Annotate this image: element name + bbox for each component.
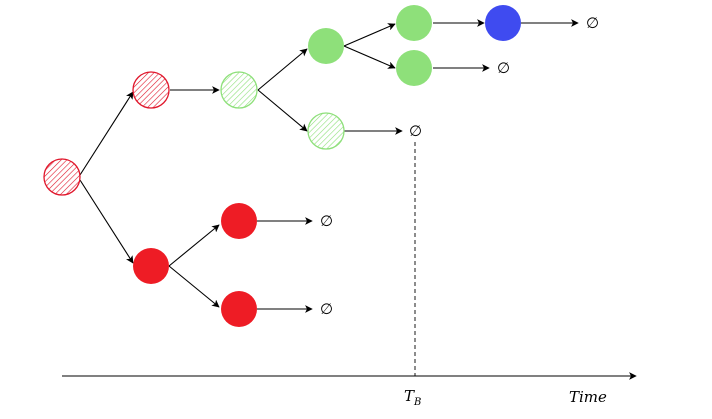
edge-upper2-upper3b xyxy=(257,89,308,132)
tb-label: TB xyxy=(404,387,421,408)
node-upper-3b xyxy=(307,112,345,150)
node-upper-1 xyxy=(132,71,170,109)
extinction-markers: ∅ ∅ ∅ ∅ ∅ xyxy=(320,14,599,318)
empty-set-upper4b: ∅ xyxy=(497,59,510,77)
node-upper-3a xyxy=(308,28,344,64)
node-lower-2b xyxy=(221,291,257,327)
edge-upper2-upper3a xyxy=(257,48,308,91)
empty-set-upper3b: ∅ xyxy=(409,122,422,140)
edge-lower1-lower2a xyxy=(168,224,220,267)
tb-label-sub: B xyxy=(413,397,421,408)
edge-root-lower1 xyxy=(79,179,134,264)
nodes xyxy=(43,5,521,327)
empty-set-lower2a: ∅ xyxy=(320,212,333,230)
node-lower-1 xyxy=(133,248,169,284)
edge-upper3a-upper4a xyxy=(343,23,396,47)
node-upper-4a xyxy=(396,5,432,41)
node-upper-2 xyxy=(220,71,258,109)
empty-set-lower2b: ∅ xyxy=(320,300,333,318)
edge-upper3a-upper4b xyxy=(343,45,396,69)
node-upper-4b xyxy=(396,50,432,86)
edge-root-upper1 xyxy=(79,91,134,176)
edge-lower1-lower2b xyxy=(168,265,220,308)
empty-set-upper5: ∅ xyxy=(586,14,599,32)
tb-label-main: T xyxy=(404,387,415,405)
node-root xyxy=(43,158,81,196)
time-label: Time xyxy=(569,388,607,406)
node-upper-5 xyxy=(485,5,521,41)
edges xyxy=(79,19,579,313)
node-lower-2a xyxy=(221,203,257,239)
